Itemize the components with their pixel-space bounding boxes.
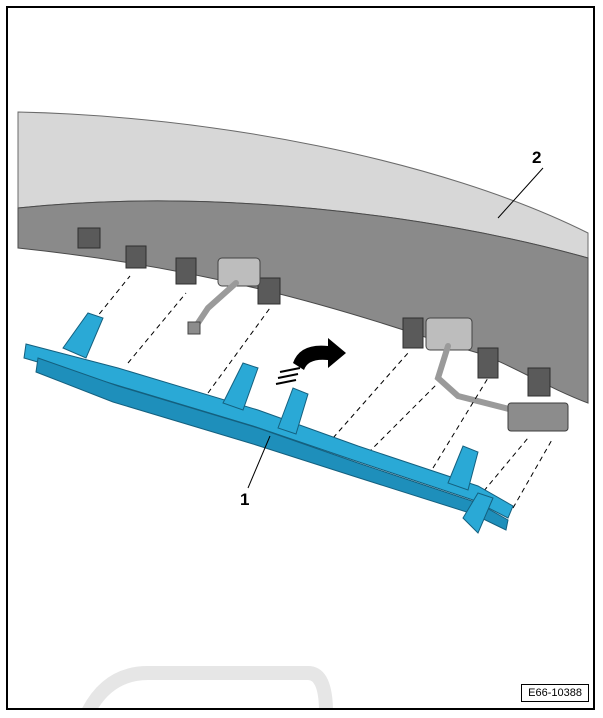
bracket-tab bbox=[62, 312, 104, 359]
figure-frame: 1 2 E66-10388 bbox=[6, 6, 595, 710]
bracket-tab bbox=[447, 445, 479, 491]
alignment-line bbox=[367, 382, 439, 454]
alignment-line bbox=[512, 437, 554, 509]
lamp-housing-left bbox=[217, 257, 261, 287]
clip-slot bbox=[527, 367, 551, 397]
alignment-line bbox=[477, 437, 529, 499]
mounting-bracket bbox=[23, 312, 514, 534]
cable-left bbox=[193, 280, 239, 329]
clip-slot bbox=[77, 227, 101, 249]
motion-line bbox=[279, 367, 301, 373]
cable-right bbox=[434, 343, 516, 413]
bracket-rail-front bbox=[35, 357, 509, 531]
motion-line bbox=[275, 379, 297, 385]
bracket-tab bbox=[277, 387, 309, 435]
cables bbox=[187, 280, 569, 432]
clip-slot bbox=[477, 347, 499, 379]
trim-panel bbox=[17, 111, 589, 404]
cable-left-plug bbox=[187, 321, 201, 335]
leader-line-part2 bbox=[497, 167, 544, 219]
bracket-tab bbox=[462, 492, 494, 534]
watermark-arc bbox=[82, 666, 333, 708]
callout-part-1: 1 bbox=[240, 490, 250, 509]
leader-line-part1 bbox=[247, 435, 271, 489]
alignment-line bbox=[127, 292, 187, 364]
motion-line bbox=[277, 373, 299, 379]
callout-part-2: 2 bbox=[532, 148, 542, 167]
clip-slot bbox=[257, 277, 281, 305]
connector-plug bbox=[507, 402, 569, 432]
clip-slot bbox=[125, 245, 147, 269]
clip-slot bbox=[175, 257, 197, 285]
rotation-arrow-body bbox=[293, 338, 346, 370]
panel-clip-slots bbox=[77, 227, 551, 397]
clip-slot bbox=[402, 317, 424, 349]
rotation-arrow bbox=[275, 338, 346, 385]
bracket-tabs bbox=[62, 312, 494, 534]
alignment-line bbox=[332, 352, 409, 439]
figure-reference-code: E66-10388 bbox=[521, 684, 589, 702]
assembly-illustration bbox=[17, 111, 589, 708]
bracket-tab bbox=[222, 362, 259, 411]
